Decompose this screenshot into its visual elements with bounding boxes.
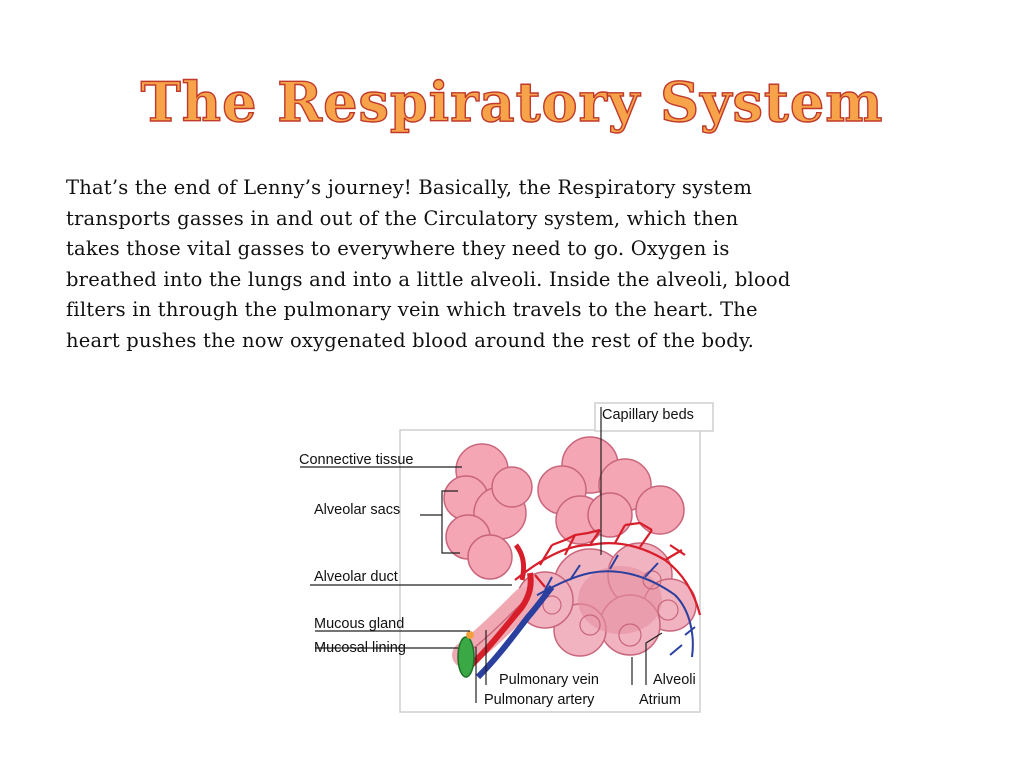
capillary-label-frame [594, 402, 714, 432]
leader-lines [300, 407, 663, 703]
label-alveolar-sacs: Alveolar sacs [314, 502, 401, 518]
body-line: filters in through the pulmonary vein wh… [66, 298, 758, 321]
body-line: transports gasses in and out of the Circ… [66, 206, 739, 230]
alveoli-illustration [300, 402, 714, 713]
body-line: That’s the end of Lenny’s journey! Basic… [66, 176, 753, 199]
alveolar-sac-cluster-right [537, 436, 685, 545]
label-atrium: Atrium [639, 692, 681, 708]
pulmonary-vein-vessel [463, 572, 534, 673]
label-mucosal-lining: Mucosal lining [314, 640, 406, 656]
body-line: breathed into the lungs and into a littl… [66, 267, 791, 291]
atrium-shading [578, 566, 662, 634]
body-paragraph: That’s the end of Lenny’s journey! Basic… [66, 173, 976, 356]
label-capillary-beds: Capillary beds [602, 407, 694, 423]
alveolar-sac-cluster [443, 443, 533, 580]
mucous-gland-dot [466, 631, 474, 639]
label-alveoli: Alveoli [653, 672, 696, 688]
pulmonary-artery-vessel [475, 585, 555, 680]
alveolar-duct-vessel [513, 543, 527, 581]
label-pulmonary-vein: Pulmonary vein [499, 672, 599, 688]
slide-title: The Respiratory System [140, 69, 884, 134]
label-connective-tissue: Connective tissue [299, 452, 414, 468]
label-alveolar-duct: Alveolar duct [314, 569, 398, 585]
alveoli-diagram: Capillary beds Connective tissue Alveola… [290, 395, 720, 715]
label-pulmonary-artery: Pulmonary artery [484, 692, 595, 708]
mucosal-lining-cap [457, 636, 475, 678]
label-mucous-gland: Mucous gland [314, 616, 405, 632]
capillary-network-red [514, 521, 702, 616]
alveoli-swirls [542, 570, 679, 647]
capillary-network-blue [519, 554, 696, 658]
body-line: heart pushes the now oxygenated blood ar… [66, 328, 754, 352]
body-line: takes those vital gasses to everywhere t… [66, 237, 730, 260]
